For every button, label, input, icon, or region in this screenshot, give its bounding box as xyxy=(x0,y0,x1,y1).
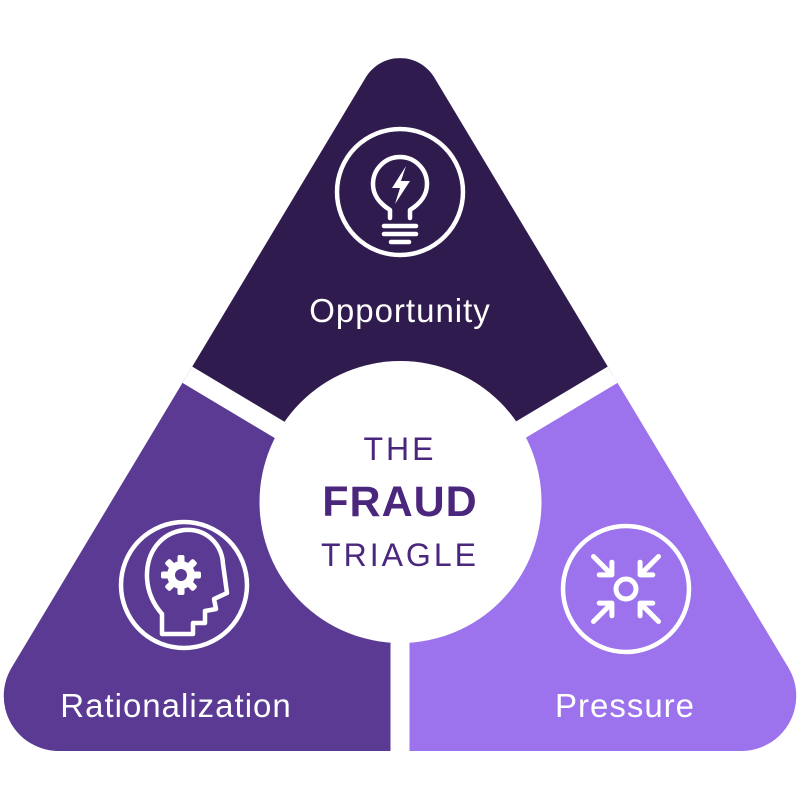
head-gear-icon-ring xyxy=(118,519,250,651)
center-title-line2: FRAUD xyxy=(322,478,477,526)
gear-hole xyxy=(175,569,187,581)
arrow-ne xyxy=(637,554,661,578)
lightning-bolt xyxy=(392,166,410,204)
arrow-se xyxy=(637,600,661,624)
center-title-line3: TRIAGLE xyxy=(321,537,479,573)
label-pressure: Pressure xyxy=(555,687,695,724)
pressure-center-dot xyxy=(613,576,639,602)
lightbulb-icon-ring xyxy=(334,126,466,258)
gear xyxy=(161,555,201,595)
head-profile-outline xyxy=(144,527,230,637)
lightbulb-bolt-icon xyxy=(334,126,466,258)
lightbulb-glass xyxy=(370,154,430,221)
center-circle xyxy=(259,361,542,643)
arrow-nw xyxy=(591,554,615,578)
center-title-line1: THE xyxy=(364,431,437,467)
label-opportunity: Opportunity xyxy=(309,292,491,329)
label-rationalization: Rationalization xyxy=(60,687,291,724)
converging-arrows-icon-ring xyxy=(560,523,692,655)
arrow-sw xyxy=(591,600,615,624)
converging-arrows-icon xyxy=(560,523,692,655)
head-gear-icon xyxy=(118,519,250,651)
